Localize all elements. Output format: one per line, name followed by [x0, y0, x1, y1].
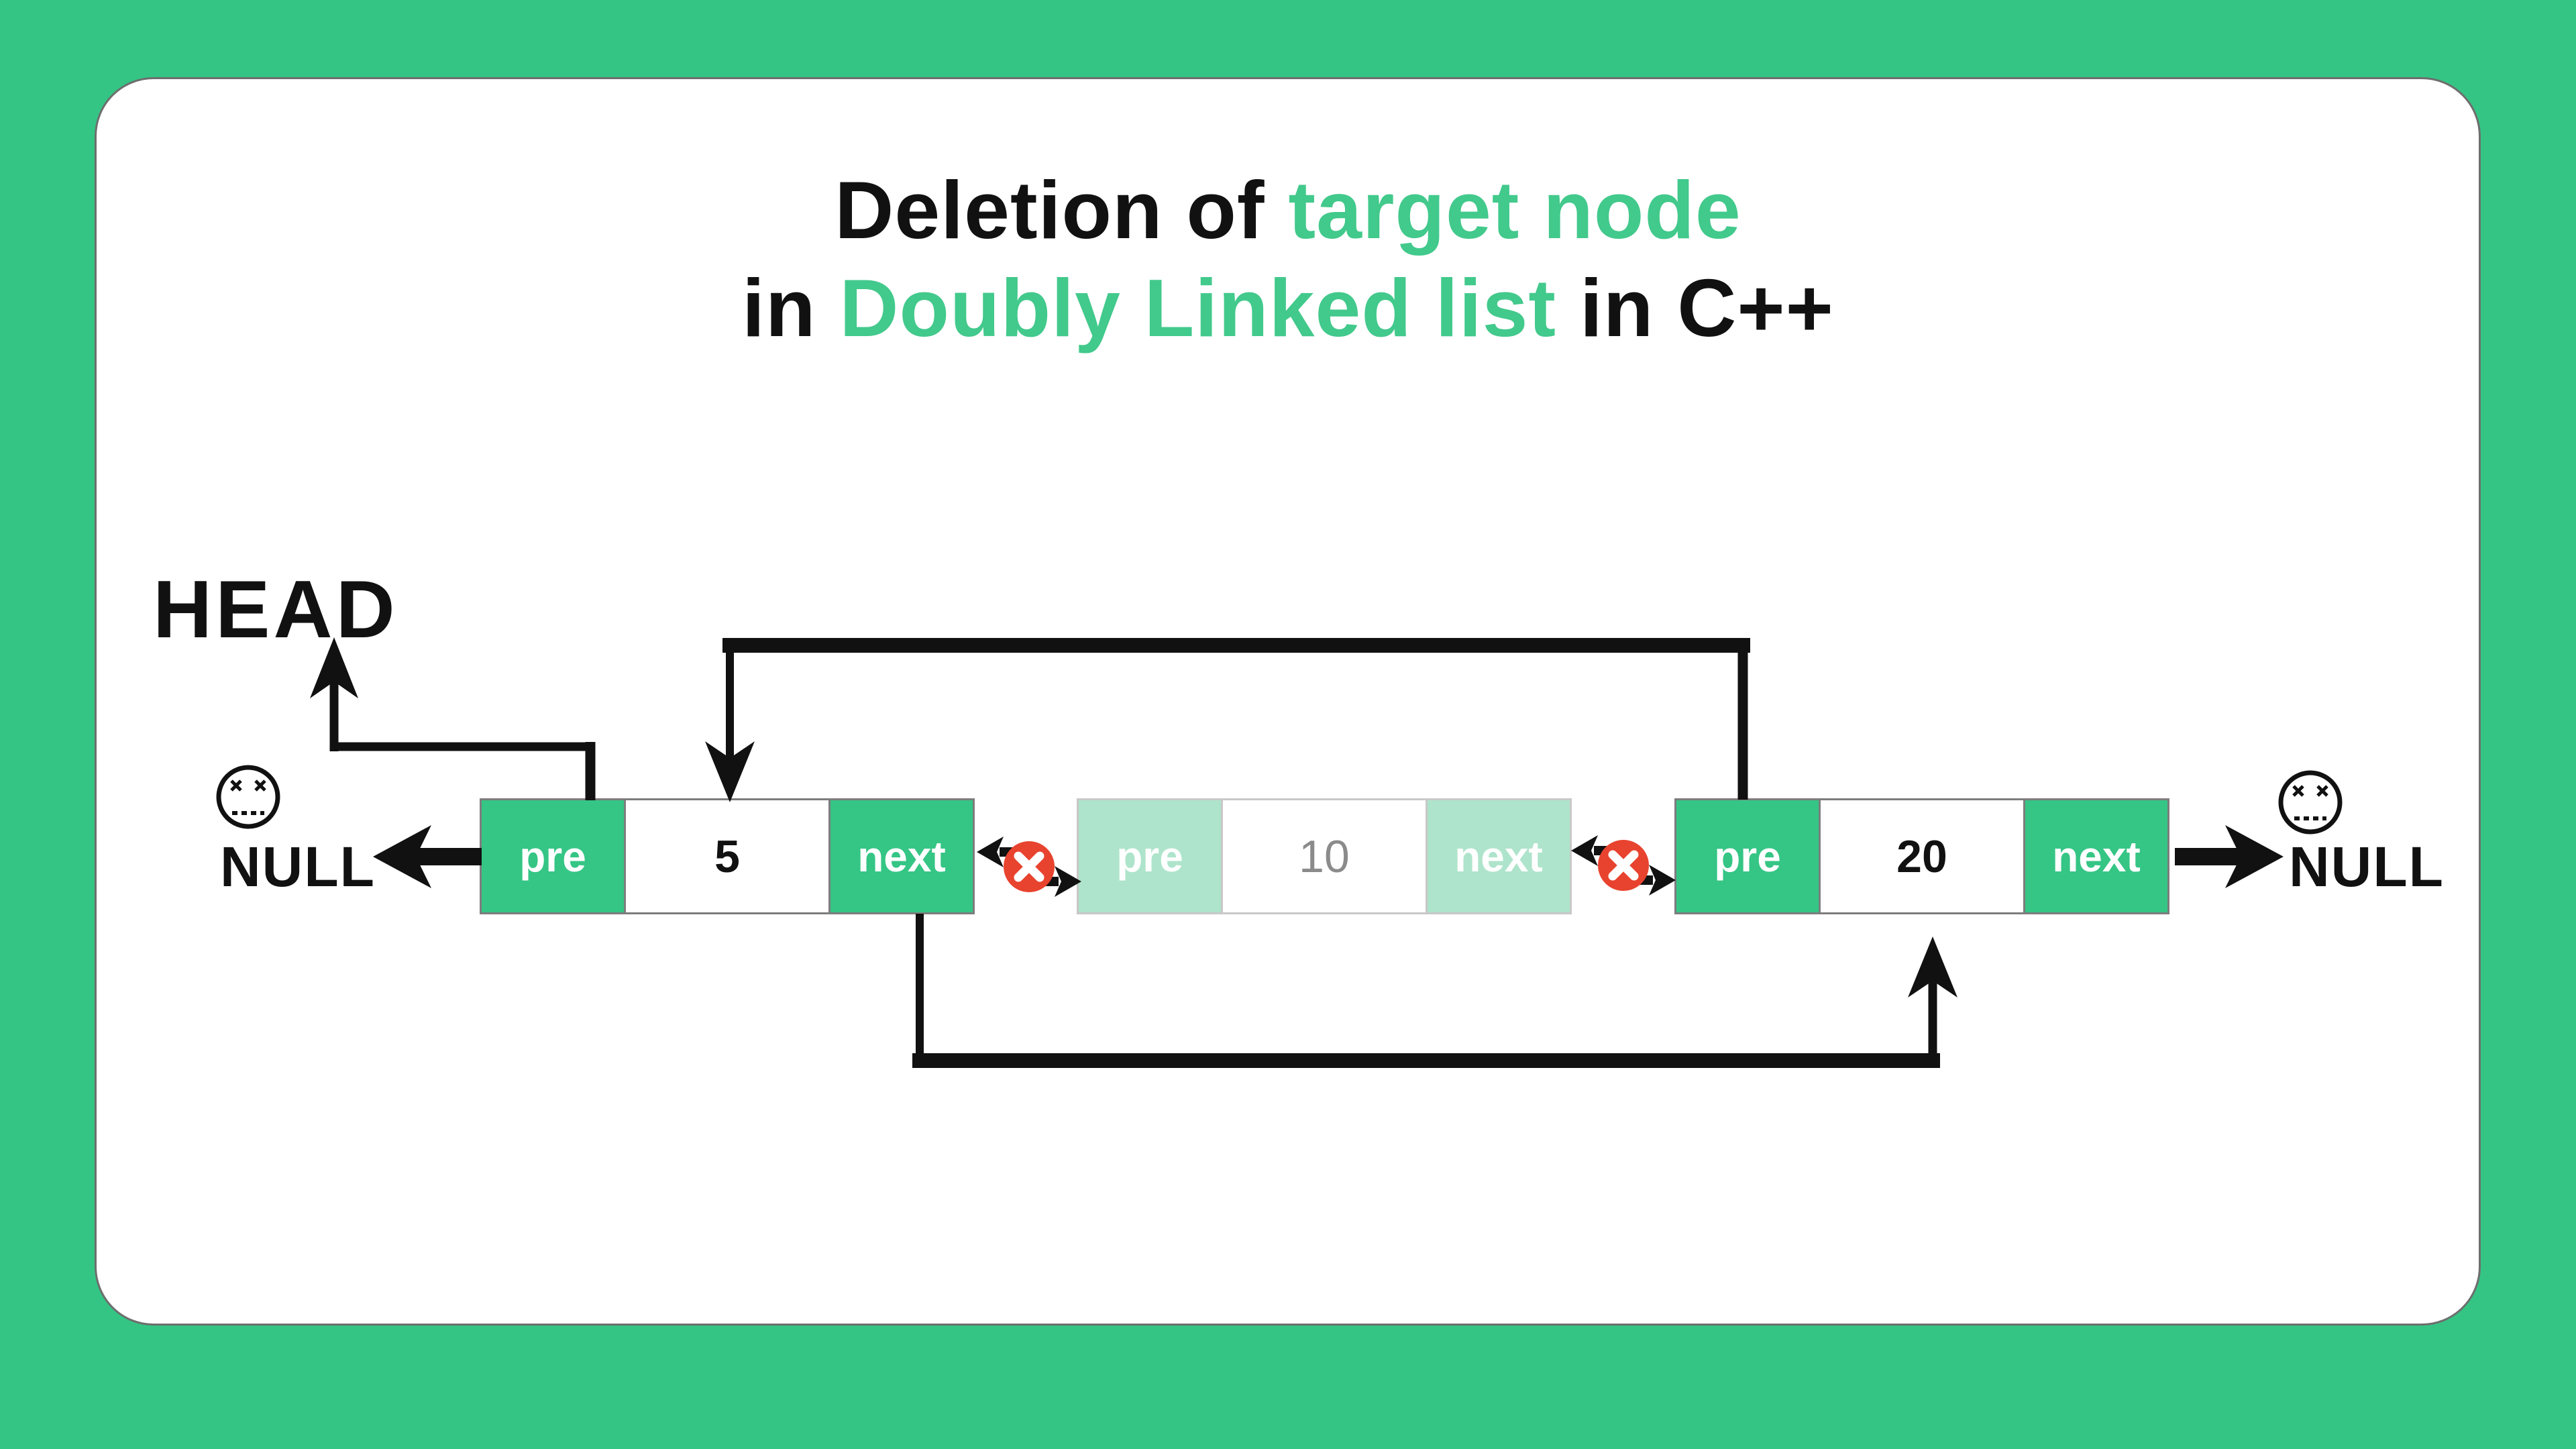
title-line1-green: target node	[1288, 164, 1741, 256]
node-20-next-label: next	[2052, 832, 2141, 881]
node-20-pre-label: pre	[1714, 832, 1781, 881]
node-10-pre-cell: pre	[1077, 798, 1223, 914]
node-10-value-cell: 10	[1221, 798, 1428, 914]
node-5-pre-cell: pre	[480, 798, 626, 914]
node-20-value-cell: 20	[1819, 798, 2025, 914]
null-right-label: NULL	[2289, 835, 2445, 898]
page-title: Deletion of target node in Doubly Linked…	[0, 161, 2576, 358]
title-line2-black-a: in	[742, 262, 840, 354]
node-20-value: 20	[1896, 830, 1947, 882]
diagram-card	[95, 77, 2481, 1326]
node-5-next-label: next	[857, 832, 946, 881]
node-10-value: 10	[1299, 830, 1350, 882]
node-20-next-cell: next	[2023, 798, 2169, 914]
null-left-label: NULL	[220, 835, 376, 898]
title-line-2: in Doubly Linked list in C++	[0, 259, 2576, 357]
node-5-value-cell: 5	[624, 798, 830, 914]
node-20: pre 20 next	[1674, 798, 2169, 914]
node-10-deleted: pre 10 next	[1077, 798, 1572, 914]
title-line2-black-b: in C++	[1556, 262, 1834, 354]
title-line-1: Deletion of target node	[0, 161, 2576, 259]
node-10-pre-label: pre	[1116, 832, 1183, 881]
node-5-next-cell: next	[828, 798, 975, 914]
head-label: HEAD	[153, 564, 398, 655]
node-10-next-label: next	[1454, 832, 1543, 881]
node-10-next-cell: next	[1426, 798, 1572, 914]
node-5: pre 5 next	[480, 798, 975, 914]
node-20-pre-cell: pre	[1674, 798, 1821, 914]
title-line1-black: Deletion of	[835, 164, 1289, 256]
title-line2-green: Doubly Linked list	[839, 262, 1557, 354]
node-5-pre-label: pre	[519, 832, 586, 881]
node-5-value: 5	[714, 830, 740, 882]
